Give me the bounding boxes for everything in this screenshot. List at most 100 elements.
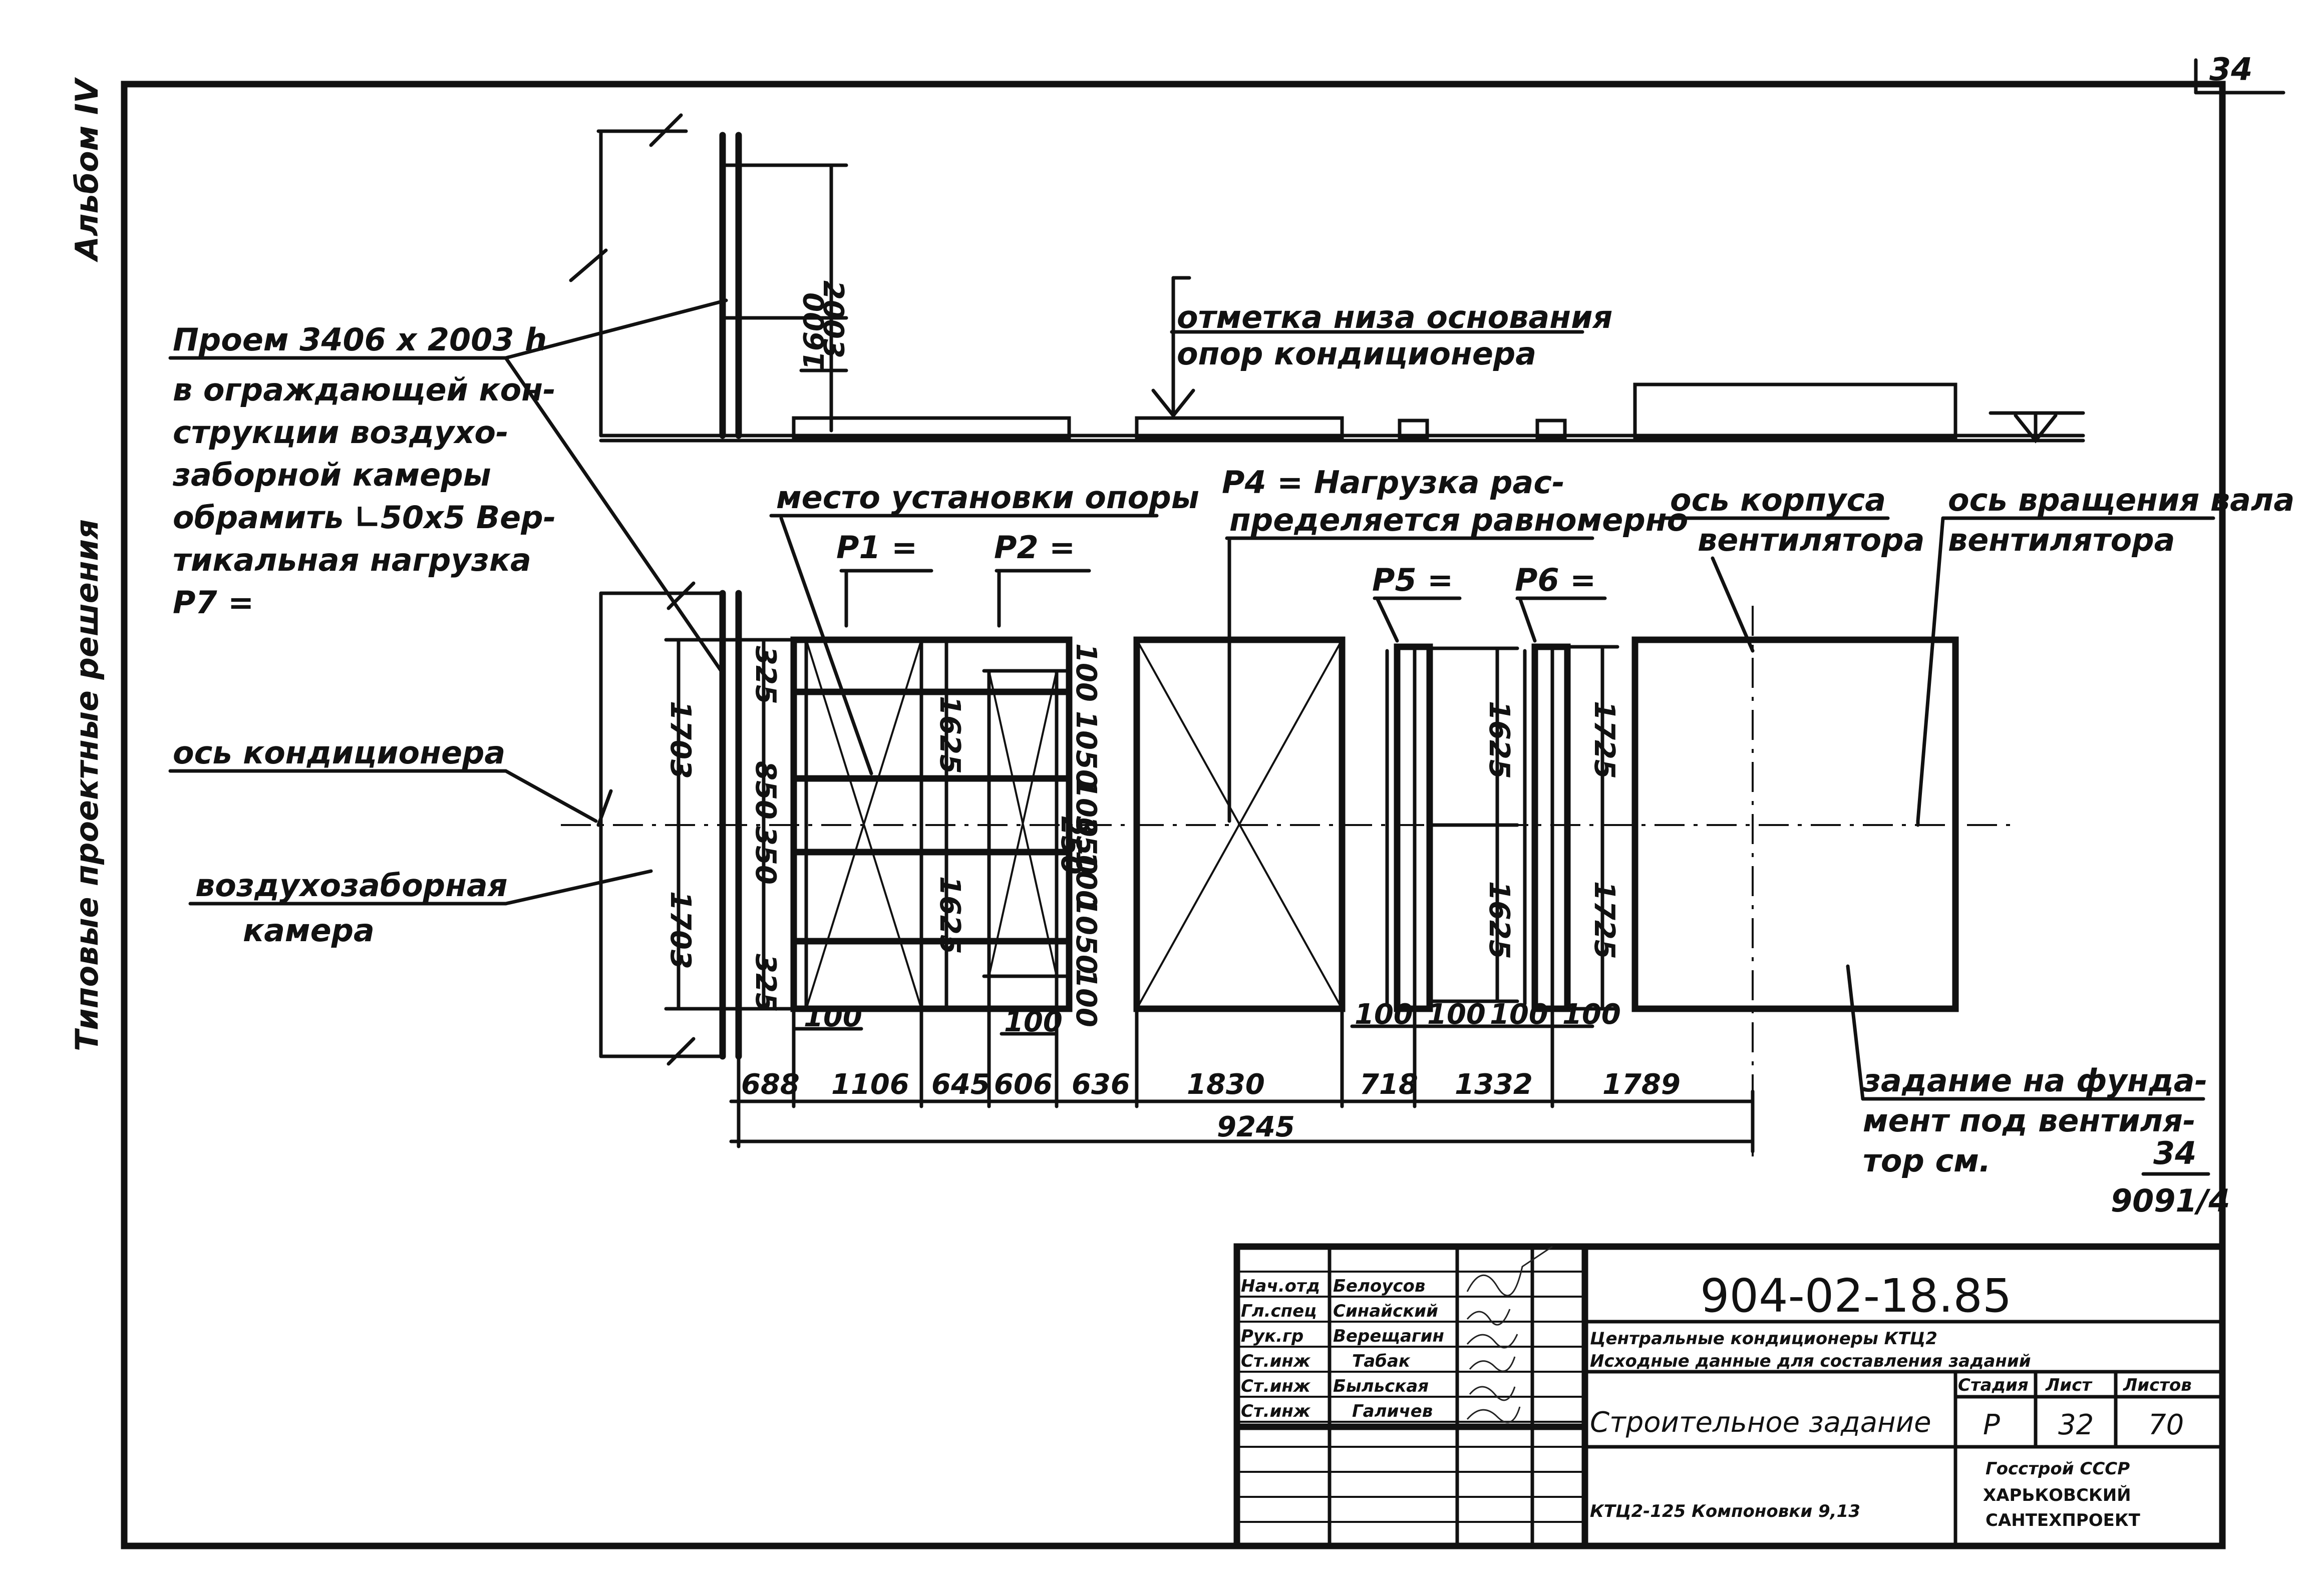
dim-1725-a: 1725: [1588, 701, 1620, 779]
dim-row-6: 718: [1360, 1068, 1418, 1101]
sheets-value: 70: [2148, 1409, 2184, 1441]
staff-role-5: Ст.инж: [1241, 1401, 1311, 1421]
staff-name-5: Галичев: [1352, 1401, 1433, 1421]
dim-row-4: 636: [1072, 1068, 1130, 1101]
dim-1625-c: 1625: [1483, 701, 1515, 779]
signature-mark: [1469, 1356, 1516, 1372]
dim-250-small: 250: [1055, 816, 1087, 875]
opening-label-2: в ограждающей кон-: [173, 371, 556, 408]
p5-label: P5 =: [1372, 562, 1453, 598]
fan-section-outline: [1631, 636, 1959, 1012]
left-annotations: Проем 3406 х 2003 h в ограждающей кон- с…: [168, 298, 728, 949]
dim-100-r2: 100: [1070, 778, 1102, 837]
dim-1625-d: 1625: [1483, 881, 1515, 959]
fan-shaft-label-2: вентилятора: [1948, 522, 2175, 558]
org-line-1: Госстрой СССР: [1986, 1459, 2130, 1479]
sheets-header: Листов: [2123, 1375, 2192, 1395]
p2-label: P2 =: [994, 529, 1075, 566]
staff-role-1: Гл.спец: [1241, 1301, 1316, 1321]
dim-350-small: 350: [1070, 816, 1102, 875]
dim-350: 350: [749, 826, 782, 885]
foundation-ref-bottom: 9091/4: [2111, 1182, 2230, 1219]
signature-mark: [1466, 1406, 1521, 1423]
dim-row-8: 1789: [1602, 1068, 1681, 1101]
dim-850: 850: [749, 761, 782, 820]
staff-role-4: Ст.инж: [1241, 1376, 1311, 1396]
signature-mark: [1469, 1386, 1516, 1401]
dim-1703-bottom: 1703: [664, 891, 697, 969]
dim-1725-b: 1725: [1588, 881, 1620, 959]
elevation-view: 2003 1600 отметка низа основания опор ко…: [569, 113, 2085, 444]
dim-row-2: 645: [931, 1068, 990, 1101]
dim-row-3: 606: [994, 1068, 1053, 1101]
staff-name-0: Белоусов: [1333, 1276, 1425, 1296]
drawing-frame: [121, 81, 2226, 1549]
sheet-header: Лист: [2045, 1375, 2093, 1395]
stage-value: Р: [1983, 1409, 2000, 1441]
dim-2003: 2003: [817, 280, 849, 358]
foundation-label-3: тор см.: [1863, 1142, 1991, 1179]
support-place-label: место установки опоры: [776, 479, 1199, 516]
fan-body-label-2: вентилятора: [1698, 522, 1924, 558]
dim-100-a: 100: [804, 1001, 862, 1033]
dim-1600: 1600: [798, 292, 831, 370]
drawing-desc-1: Центральные кондиционеры КТЦ2: [1590, 1329, 1937, 1349]
opening-label-1: Проем 3406 х 2003 h: [173, 321, 547, 358]
staff-name-3: Табак: [1352, 1351, 1411, 1371]
staff-name-1: Синайский: [1333, 1301, 1438, 1321]
dim-1050-a: 1050: [1070, 711, 1102, 789]
dim-1625-b: 1625: [933, 876, 966, 954]
foundation-label-2: мент под вентиля-: [1863, 1102, 2196, 1139]
opening-label-6: тикальная нагрузка: [173, 542, 531, 578]
stage-header: Стадия: [1958, 1375, 2029, 1395]
p6-label: P6 =: [1515, 562, 1596, 598]
dim-row-7: 1332: [1455, 1068, 1533, 1101]
p4-label-2: пределяется равномерно: [1229, 502, 1688, 538]
dim-325-top: 325: [749, 646, 782, 704]
dim-100-b: 100: [1004, 1006, 1063, 1038]
foundation-label-1: задание на фунда-: [1862, 1062, 2207, 1099]
dim-100-f: 100: [1562, 998, 1621, 1031]
layout-label: КТЦ2-125 Компоновки 9,13: [1590, 1501, 1860, 1521]
series-label: Типовые проектные решения: [69, 519, 105, 1051]
mixing-section-outline: [1133, 636, 1346, 1012]
base-mark-line1: отметка низа основания: [1177, 299, 1612, 335]
dim-100-r1: 100: [1070, 643, 1102, 702]
drawing-code: 904-02-18.85: [1700, 1269, 2012, 1323]
conditioner-axis-label: ось кондиционера: [173, 734, 505, 771]
dim-total: 9245: [1217, 1111, 1295, 1143]
staff-role-2: Рук.гр: [1241, 1326, 1303, 1346]
dim-100-c: 100: [1355, 998, 1413, 1031]
foundation-ref-top: 34: [2153, 1135, 2196, 1171]
dim-100-r4: 100: [1070, 969, 1102, 1027]
drawing-desc-2: Исходные данные для составления заданий: [1590, 1351, 2031, 1371]
staff-name-2: Верещагин: [1333, 1326, 1444, 1346]
plan-view: 1703 1703 325 850 350 325 1625 1625 100 …: [561, 464, 2294, 1219]
org-line-3: САНТЕХПРОЕКТ: [1986, 1510, 2141, 1530]
dim-100-d: 100: [1427, 998, 1486, 1031]
dim-row-5: 1830: [1187, 1068, 1265, 1101]
intake-label-1: воздухозаборная: [195, 867, 508, 904]
opening-label-3: струкции воздухо-: [173, 414, 509, 451]
dim-100-e: 100: [1490, 998, 1548, 1031]
intake-label-2: камера: [243, 912, 375, 949]
dim-row-1: 1106: [831, 1068, 909, 1101]
dim-1625-a: 1625: [933, 696, 966, 774]
album-label: Альбом IV: [69, 77, 105, 263]
opening-label-4: заборной камеры: [172, 457, 491, 493]
signature-mark: [1466, 1334, 1518, 1349]
staff-role-3: Ст.инж: [1241, 1351, 1311, 1371]
org-line-2: ХАРЬКОВСКИЙ: [1983, 1485, 2131, 1505]
dim-1050-b: 1050: [1070, 896, 1102, 974]
sheet-name: Строительное задание: [1590, 1406, 1931, 1439]
dim-325-bottom: 325: [749, 954, 782, 1012]
staff-role-0: Нач.отд: [1241, 1276, 1320, 1296]
title-block: Нач.отд Белоусов Гл.спец Синайский Рук.г…: [1233, 1243, 2226, 1549]
signature-mark: [1466, 1309, 1511, 1326]
dim-1703-top: 1703: [664, 701, 697, 779]
signature-mark: [1466, 1246, 1553, 1297]
intake-section-outline: [790, 636, 1073, 1012]
opening-label-7: P7 =: [173, 584, 254, 621]
p1-label: P1 =: [836, 529, 917, 566]
